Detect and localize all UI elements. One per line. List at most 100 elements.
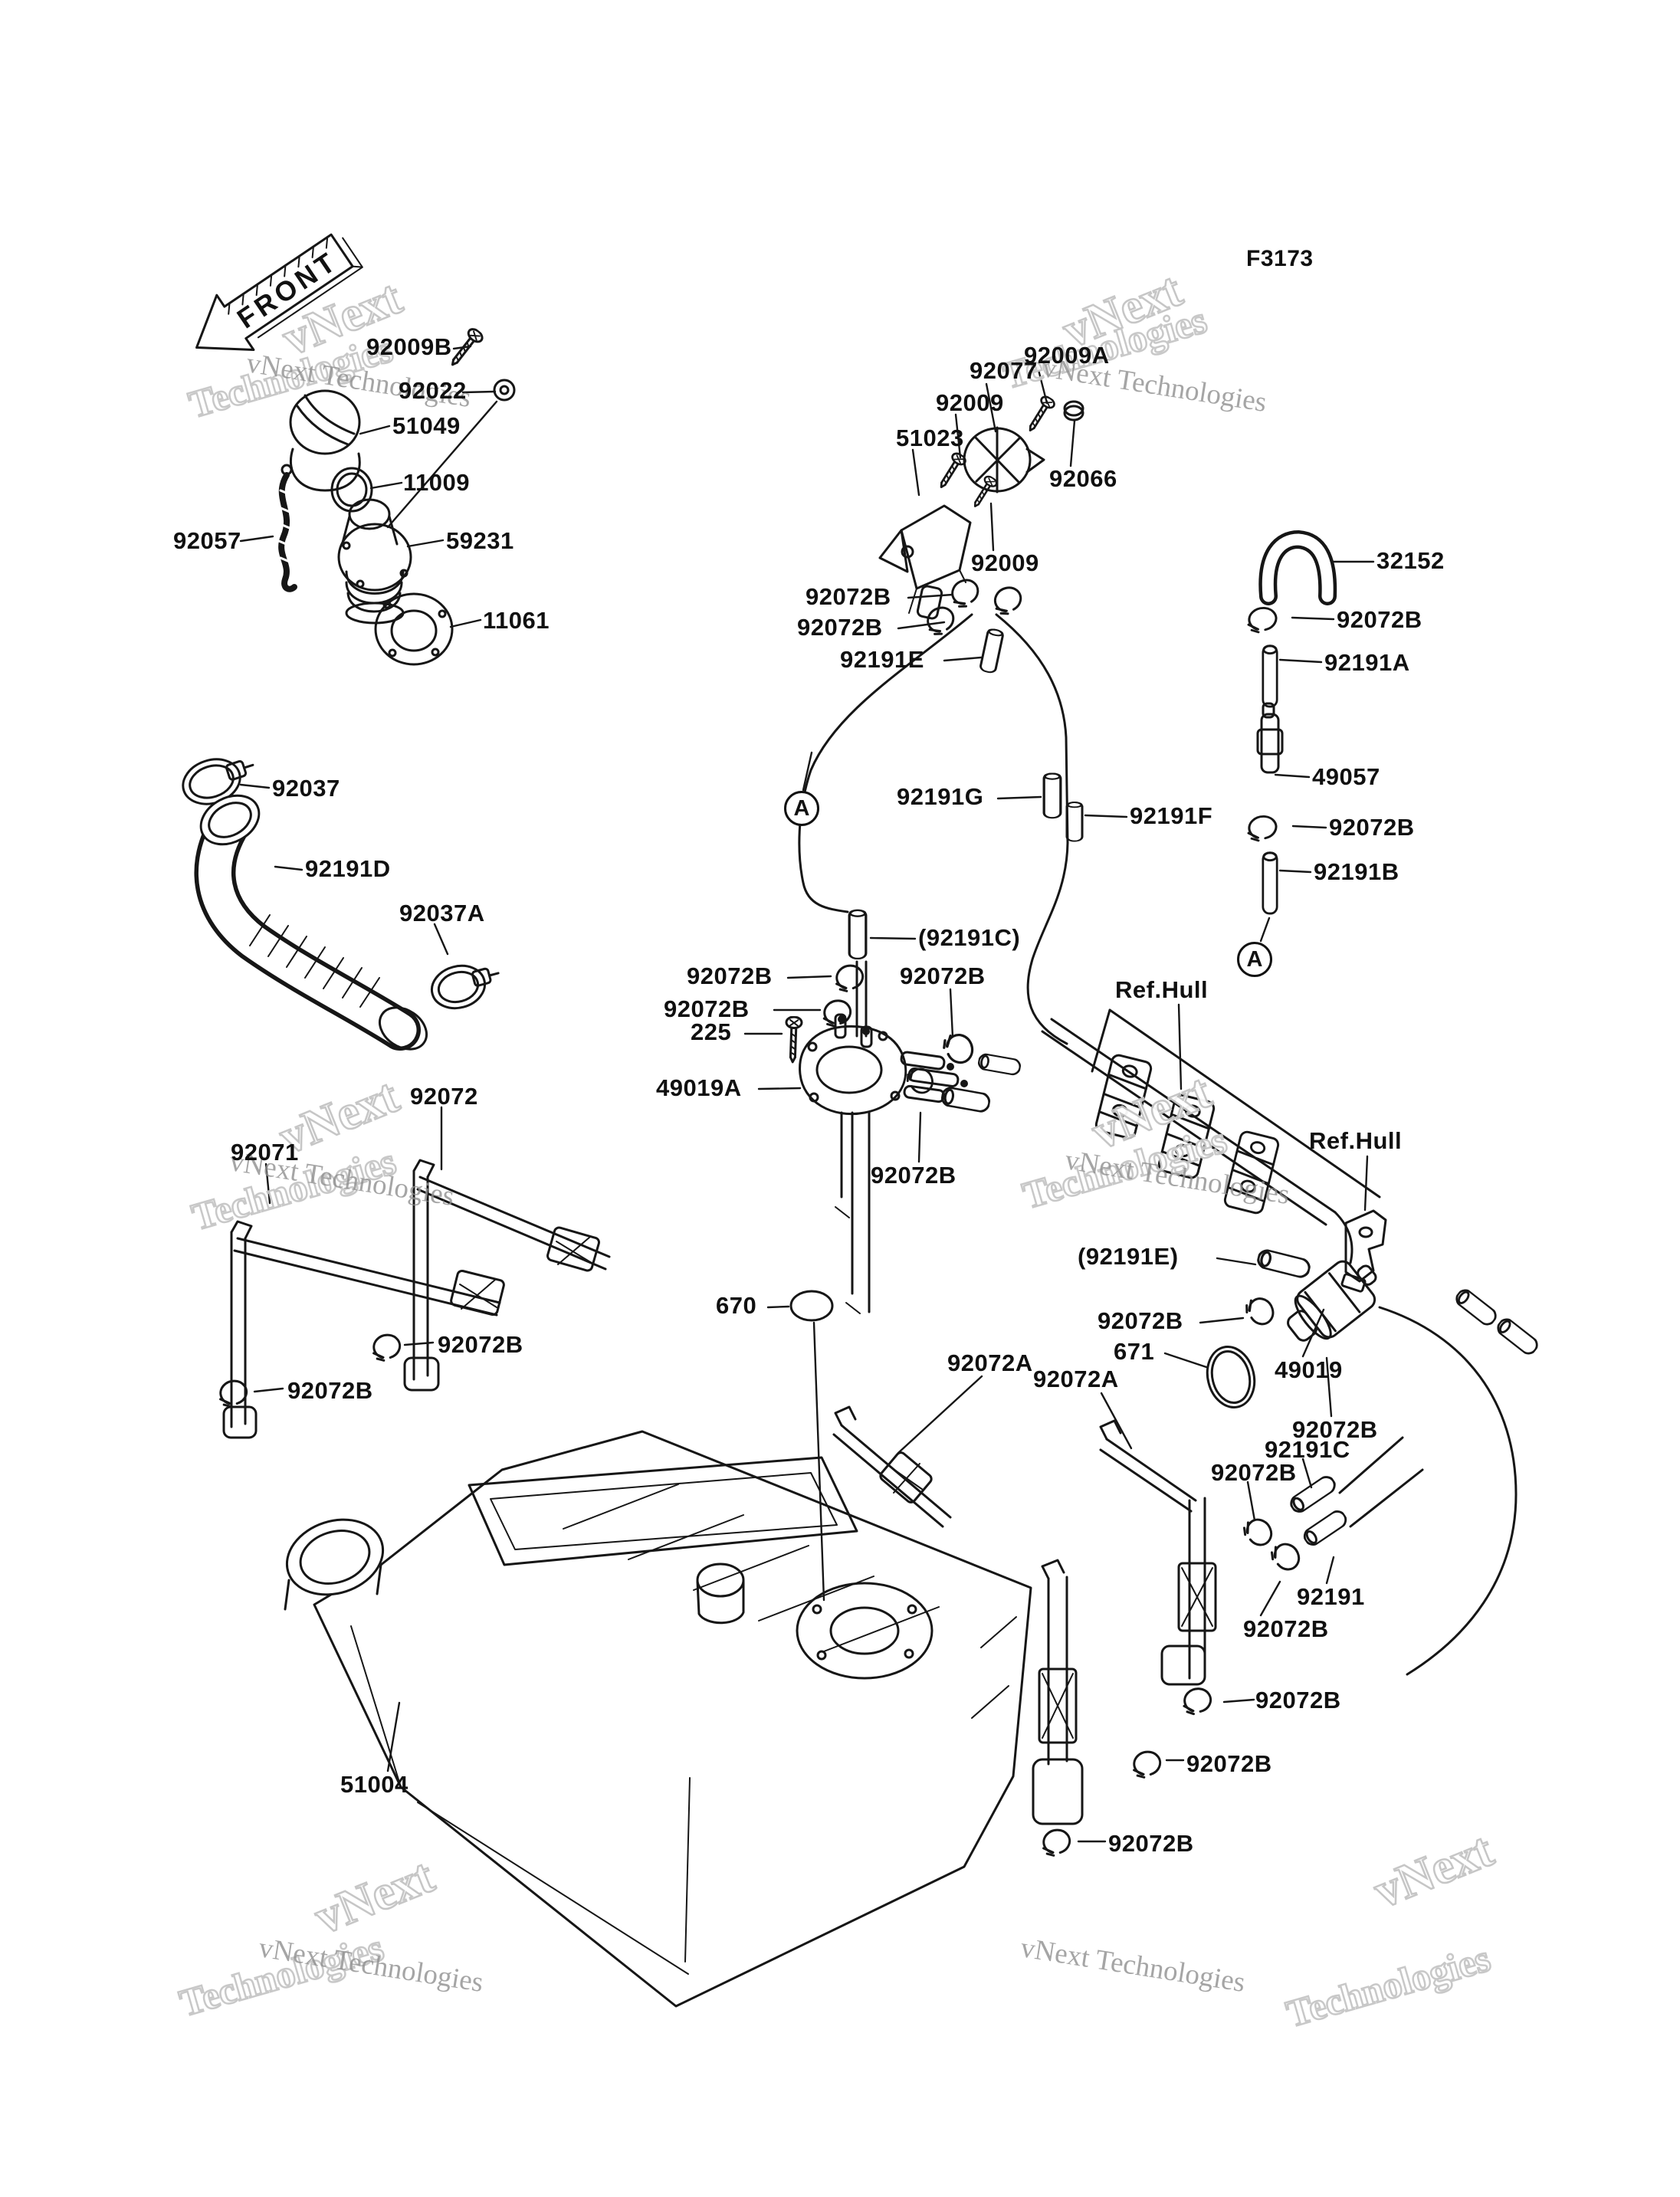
clamp-icon [940, 1028, 978, 1068]
screw-225 [783, 1015, 803, 1064]
leader-line [274, 865, 304, 871]
part-label-92072a: 92072A [947, 1349, 1033, 1376]
fuel-filter-49019 [1287, 1260, 1377, 1342]
clamp-icon [369, 1331, 404, 1364]
leader-line [1246, 1481, 1256, 1522]
leader-line [386, 1701, 401, 1772]
part-label-92072b: 92072B [1337, 606, 1422, 633]
part-label-92191: 92191 [1297, 1583, 1365, 1610]
leader-line [452, 345, 472, 350]
leader-line [369, 481, 403, 490]
clamp-icon [1180, 1686, 1214, 1717]
cap-lanyard-92057 [277, 464, 297, 592]
part-label-49019: 49019 [1275, 1356, 1343, 1383]
part-label-92191c: (92191C) [918, 924, 1021, 951]
part-label-92072b: 92072B [1098, 1307, 1183, 1334]
leader-line [1222, 1698, 1255, 1703]
leader-line [897, 621, 946, 630]
leader-line [1163, 1352, 1208, 1369]
clamp-icon [1039, 1826, 1074, 1859]
part-label-92191f: 92191F [1130, 802, 1213, 829]
clamp-icon [1245, 605, 1279, 635]
part-label-92072b: 92072B [900, 962, 986, 989]
filler-hose-92191d [194, 794, 428, 1051]
fuel-tank-51004 [284, 1430, 1032, 2008]
leader-line [406, 539, 445, 548]
clamp-icon [1242, 1292, 1279, 1330]
clamp-icon [1266, 1537, 1305, 1576]
part-label-51023: 51023 [896, 425, 964, 451]
part-label-92072b: 92072B [1243, 1615, 1329, 1642]
check-valve-49057 [1256, 702, 1284, 774]
clamp-icon [989, 582, 1026, 618]
hose-92191e [1255, 1247, 1313, 1280]
part-label-92072b: 92072B [1329, 814, 1415, 841]
part-label-92072b: 92072B [797, 614, 883, 641]
washer-92022 [493, 379, 516, 402]
part-label-92072b: 92072B [438, 1331, 523, 1358]
leader-line [1278, 869, 1312, 874]
leader-line [996, 795, 1042, 800]
part-label-92072b: 92072B [1186, 1750, 1272, 1777]
leader-line [1325, 1556, 1335, 1585]
leader-line [786, 975, 832, 979]
clamp-icon [1239, 1513, 1278, 1552]
clamp-icon [903, 1063, 937, 1098]
leader-line [812, 1321, 825, 1602]
clamp-icon [946, 574, 984, 612]
part-label-92057: 92057 [173, 527, 241, 554]
hose-icon [976, 1052, 1022, 1077]
circle-marker-a: A [784, 791, 819, 826]
leader-line [802, 751, 813, 792]
leader-line [949, 988, 954, 1038]
part-label-670: 670 [716, 1292, 757, 1319]
part-label-92072b: 92072B [1211, 1459, 1297, 1486]
part-label-49019a: 49019A [656, 1074, 742, 1101]
leader-line [253, 1387, 284, 1393]
leader-line [869, 936, 917, 940]
tube-92191g [1042, 772, 1062, 819]
clamp-icon [921, 602, 960, 639]
hose-icon [1452, 1286, 1501, 1329]
part-label-92077: 92077 [970, 357, 1038, 384]
leader-line [1301, 1308, 1325, 1358]
part-label-11061: 11061 [483, 607, 550, 634]
leader-line [1177, 1003, 1183, 1090]
clamp-icon [1245, 813, 1279, 844]
front-arrow: FRONT [195, 233, 363, 351]
leader-line [911, 448, 920, 497]
hull-retainer-block [1156, 1092, 1217, 1181]
leader-line [1036, 366, 1048, 405]
clamp-icon [820, 997, 854, 1029]
fuel-lines [798, 613, 1518, 1676]
leader-line [264, 1162, 271, 1205]
part-label-92072b: 92072B [806, 583, 891, 610]
part-label-92072b: 92072B [687, 962, 773, 989]
leader-line [1216, 1257, 1257, 1266]
part-label-671: 671 [1114, 1338, 1155, 1365]
part-label-11009: 11009 [403, 469, 470, 496]
part-label-92072b: 92072B [1108, 1830, 1194, 1857]
part-label-51004: 51004 [340, 1771, 409, 1798]
leader-line [897, 1375, 983, 1454]
breather-hose-32152 [1258, 530, 1337, 605]
hose-icon [1493, 1315, 1542, 1358]
oring-671 [1206, 1346, 1256, 1408]
part-label-92072b: 92072B [1292, 1416, 1378, 1443]
part-label-92066: 92066 [1049, 465, 1117, 492]
leader-line [954, 413, 962, 459]
clamp-icon [832, 962, 867, 995]
hull-retainer-block [1093, 1052, 1154, 1141]
leader-line [1325, 1356, 1333, 1418]
part-label-59231: 59231 [446, 527, 514, 554]
part-label-92072b: 92072B [871, 1162, 956, 1189]
tube-92191f [1065, 801, 1084, 843]
leader-line [359, 425, 391, 435]
part-label-92037a: 92037A [399, 900, 485, 926]
leader-line [989, 502, 995, 552]
part-label-92191e: (92191E) [1078, 1243, 1179, 1270]
leader-line [1363, 1155, 1369, 1212]
leader-line [917, 1111, 922, 1163]
